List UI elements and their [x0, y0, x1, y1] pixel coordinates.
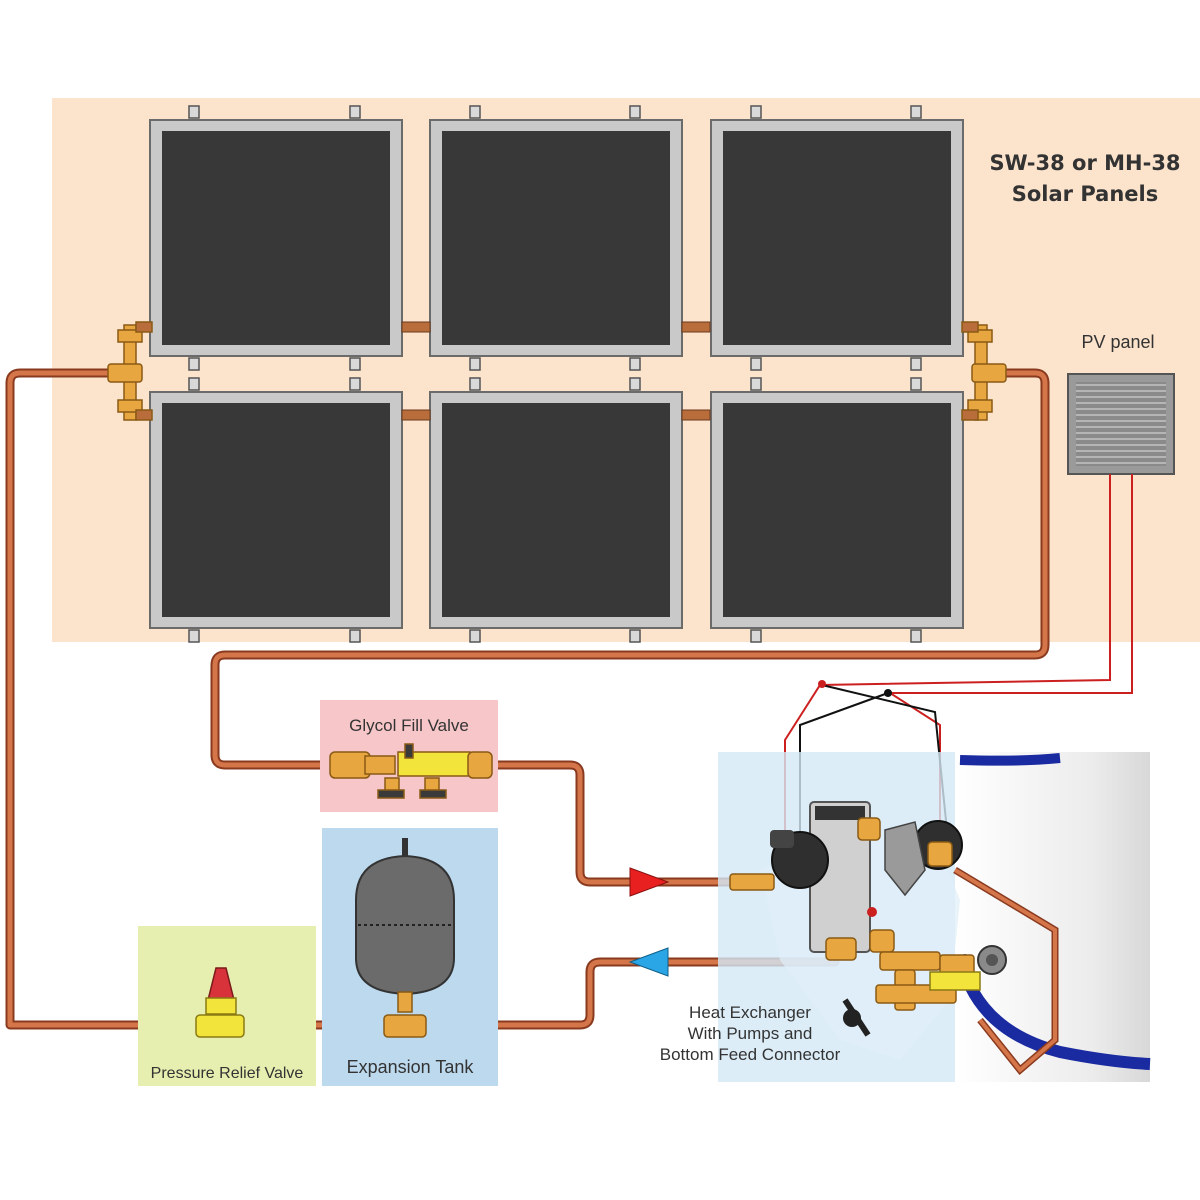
expansion-tank-label: Expansion Tank: [347, 1057, 475, 1077]
mounting-clips: [188, 105, 922, 643]
pv-panel-label: PV panel: [1081, 332, 1154, 352]
solar-panel-2: [429, 119, 683, 357]
right-manifold: [961, 321, 1007, 421]
heat-exchanger-label-line1: Heat Exchanger: [689, 1003, 811, 1022]
pv-panel: [1067, 373, 1175, 475]
return-flow-arrow: [628, 947, 669, 977]
glycol-fill-valve: [329, 743, 493, 799]
panels-title-line1: SW-38 or MH-38: [989, 151, 1180, 175]
expansion-tank: [355, 838, 455, 1038]
piping: [5, 368, 1050, 1030]
supply-flow-arrow: [629, 867, 670, 897]
pressure-relief-valve-label: Pressure Relief Valve: [151, 1065, 304, 1082]
heat-exchanger-label-line3: Bottom Feed Connector: [660, 1045, 841, 1064]
heat-exchanger-label-line2: With Pumps and: [688, 1024, 813, 1043]
solar-panel-5: [429, 391, 683, 629]
panels-title-line2: Solar Panels: [1012, 182, 1158, 206]
solar-panel-1: [149, 119, 403, 357]
solar-panel-4: [149, 391, 403, 629]
glycol-fill-valve-label: Glycol Fill Valve: [349, 716, 469, 735]
solar-panel-6: [710, 391, 964, 629]
left-manifold: [107, 321, 153, 421]
pressure-relief-valve: [195, 967, 245, 1038]
heat-exchanger-assembly: [718, 752, 1151, 1082]
panel-connectors: [401, 321, 711, 421]
solar-panel-3: [710, 119, 964, 357]
solar-panel-array: [149, 119, 964, 629]
left-pump: [770, 830, 829, 889]
right-pump: [884, 820, 963, 897]
